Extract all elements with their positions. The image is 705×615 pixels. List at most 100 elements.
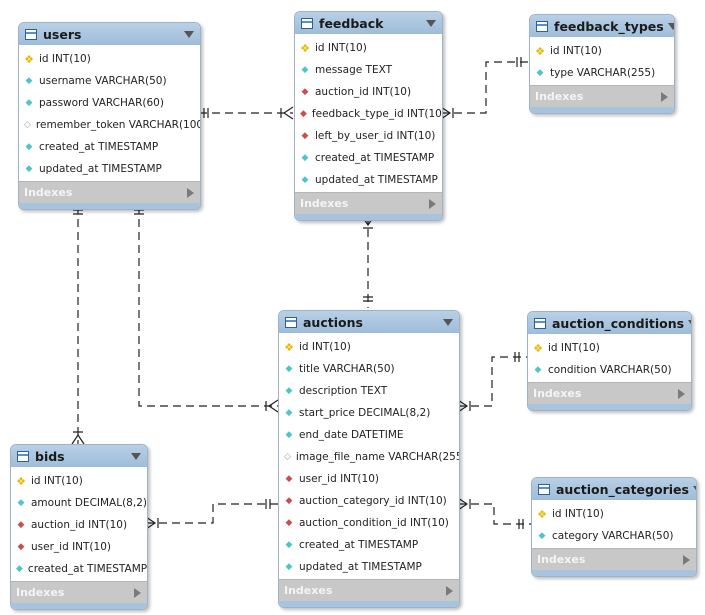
column-row[interactable]: ◆message TEXT <box>295 59 442 81</box>
column-row[interactable]: ◆description TEXT <box>279 380 459 402</box>
foreign-key-diamond-icon: ◆ <box>300 108 307 119</box>
column-row[interactable]: ◆auction_id INT(10) <box>11 514 147 536</box>
column-row[interactable]: ❖id INT(10) <box>295 37 442 59</box>
table-bottom-bar <box>19 203 200 209</box>
nullable-column-icon: ◇ <box>24 119 31 130</box>
column-row[interactable]: ◆auction_condition_id INT(10) <box>279 512 459 534</box>
collapse-arrow-icon[interactable] <box>131 452 141 460</box>
column-row[interactable]: ◆updated_at TIMESTAMP <box>295 169 442 191</box>
indexes-section[interactable]: Indexes <box>295 192 442 214</box>
table-auctions[interactable]: auctions ❖id INT(10)◆title VARCHAR(50)◆d… <box>278 310 460 608</box>
table-header[interactable]: auction_categories <box>532 478 696 500</box>
column-row[interactable]: ◆user_id INT(10) <box>279 468 459 490</box>
foreign-key-diamond-icon: ◆ <box>17 541 25 552</box>
column-row[interactable]: ❖id INT(10) <box>19 48 200 70</box>
column-row[interactable]: ◆condition VARCHAR(50) <box>528 359 691 381</box>
column-row[interactable]: ◆username VARCHAR(50) <box>19 70 200 92</box>
table-header[interactable]: auction_conditions <box>528 312 691 334</box>
column-row[interactable]: ◆left_by_user_id INT(10) <box>295 125 442 147</box>
table-users[interactable]: users ❖id INT(10)◆username VARCHAR(50)◆p… <box>18 22 201 210</box>
collapse-arrow-icon[interactable] <box>688 319 691 327</box>
column-row[interactable]: ◆created_at TIMESTAMP <box>11 558 147 580</box>
column-label: feedback_type_id INT(10) <box>311 108 443 120</box>
indexes-section[interactable]: Indexes <box>19 181 200 203</box>
column-label: id INT(10) <box>39 53 91 65</box>
table-auction-conditions[interactable]: auction_conditions ❖id INT(10)◆condition… <box>527 311 692 411</box>
column-row[interactable]: ◆updated_at TIMESTAMP <box>279 556 459 578</box>
expand-arrow-icon[interactable] <box>446 585 453 596</box>
column-label: password VARCHAR(60) <box>39 97 164 109</box>
column-row[interactable]: ❖id INT(10) <box>530 40 674 62</box>
indexes-section[interactable]: Indexes <box>530 85 674 107</box>
column-row[interactable]: ◆ feedback_type_id INT(10) <box>295 103 442 125</box>
table-icon <box>536 20 548 32</box>
column-row[interactable]: ◇ remember_token VARCHAR(100) <box>19 114 200 136</box>
column-row[interactable]: ◇image_file_name VARCHAR(255) <box>279 446 459 468</box>
column-row[interactable]: ❖id INT(10) <box>532 503 696 525</box>
column-row[interactable]: ◆title VARCHAR(50) <box>279 358 459 380</box>
rel-auctions-bids-one-mark <box>265 499 271 509</box>
table-header[interactable]: feedback_types <box>530 15 674 37</box>
column-label: remember_token VARCHAR(100) <box>35 119 201 131</box>
expand-arrow-icon[interactable] <box>429 198 436 209</box>
column-row[interactable]: ◆amount DECIMAL(8,2) <box>11 492 147 514</box>
column-row[interactable]: ◆password VARCHAR(60) <box>19 92 200 114</box>
expand-arrow-icon[interactable] <box>134 587 141 598</box>
table-icon <box>285 316 297 328</box>
table-name: feedback_types <box>554 18 664 34</box>
column-row[interactable]: ◆created_at TIMESTAMP <box>295 147 442 169</box>
table-bottom-bar <box>528 404 691 410</box>
table-header[interactable]: auctions <box>279 311 459 333</box>
rel-auctions-bids <box>146 503 278 524</box>
column-row[interactable]: ◆created_at TIMESTAMP <box>19 136 200 158</box>
collapse-arrow-icon[interactable] <box>426 19 436 27</box>
expand-arrow-icon[interactable] <box>187 187 194 198</box>
column-diamond-icon: ◆ <box>25 75 33 86</box>
column-row[interactable]: ❖id INT(10) <box>279 336 459 358</box>
table-feedback[interactable]: feedback ❖id INT(10)◆message TEXT◆auctio… <box>294 11 443 221</box>
table-bids[interactable]: bids ❖ id INT(10) ◆amount DECIMAL(8,2)◆auc… <box>10 444 148 610</box>
rel-users-auctions-many-mark <box>265 399 279 413</box>
indexes-section[interactable]: Indexes <box>532 548 696 570</box>
rel-users-feedback-one-mark <box>203 108 209 118</box>
table-auction-categories[interactable]: auction_categories ❖id INT(10)◆category … <box>531 477 697 577</box>
column-row[interactable]: ❖id INT(10) <box>528 337 691 359</box>
rel-users-auctions <box>138 206 278 407</box>
rel-categories-auctions <box>458 503 531 525</box>
column-row[interactable]: ◆end_date DATETIME <box>279 424 459 446</box>
primary-key-icon: ❖ <box>16 474 26 488</box>
indexes-section[interactable]: Indexes <box>528 382 691 404</box>
column-diamond-icon: ◆ <box>285 407 293 418</box>
column-row[interactable]: ◆category VARCHAR(50) <box>532 525 696 547</box>
column-label: message TEXT <box>315 64 392 76</box>
collapse-arrow-icon[interactable] <box>667 22 674 30</box>
collapse-arrow-icon[interactable] <box>443 318 453 326</box>
table-header[interactable]: bids <box>11 445 147 467</box>
column-row[interactable]: ◆type VARCHAR(255) <box>530 62 674 84</box>
indexes-label: Indexes <box>533 387 582 400</box>
column-row[interactable]: ◆auction_id INT(10) <box>295 81 442 103</box>
column-row[interactable]: ◆updated_at TIMESTAMP <box>19 158 200 180</box>
table-header[interactable]: feedback <box>295 12 442 34</box>
rel-conditions-auctions <box>458 356 527 407</box>
table-name: auctions <box>303 314 363 330</box>
expand-arrow-icon[interactable] <box>661 91 668 102</box>
primary-key-icon: ❖ <box>284 340 294 354</box>
column-row[interactable]: ◆created_at TIMESTAMP <box>279 534 459 556</box>
column-row[interactable]: ◆user_id INT(10) <box>11 536 147 558</box>
table-icon <box>17 450 29 462</box>
indexes-section[interactable]: Indexes <box>11 581 147 603</box>
expand-arrow-icon[interactable] <box>683 554 690 565</box>
column-label: id INT(10) <box>31 475 83 487</box>
expand-arrow-icon[interactable] <box>678 388 685 399</box>
table-header[interactable]: users <box>19 23 200 45</box>
table-feedback-types[interactable]: feedback_types ❖id INT(10)◆type VARCHAR(… <box>529 14 675 114</box>
column-row[interactable]: ◆start_price DECIMAL(8,2) <box>279 402 459 424</box>
collapse-arrow-icon[interactable] <box>692 485 696 493</box>
column-row[interactable]: ◆auction_category_id INT(10) <box>279 490 459 512</box>
column-row[interactable]: ❖ id INT(10) <box>11 470 147 492</box>
indexes-section[interactable]: Indexes <box>279 579 459 601</box>
collapse-arrow-icon[interactable] <box>184 30 194 38</box>
nullable-column-icon: ◇ <box>284 451 291 462</box>
rel-users-auctions-one-mark <box>134 209 144 215</box>
